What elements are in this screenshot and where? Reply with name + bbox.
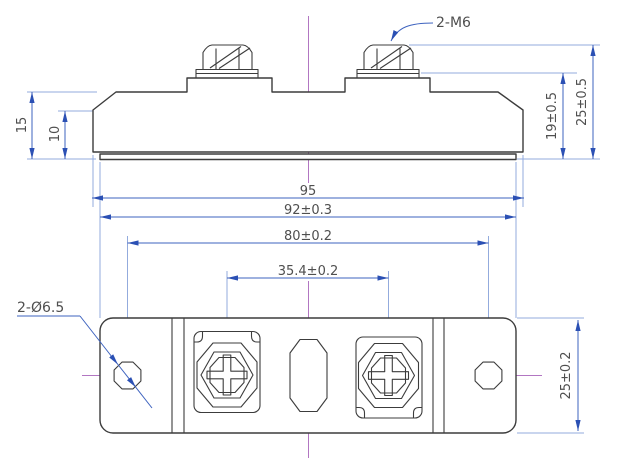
center-oval xyxy=(289,338,328,413)
hole-callout-label: 2-Ø6.5 xyxy=(17,300,64,316)
dim-hole-spacing: 80±0.2 xyxy=(284,229,332,244)
side-view-body xyxy=(92,77,524,153)
dim-width-overall: 95 xyxy=(300,184,317,199)
terminal-pad-right xyxy=(355,336,423,419)
dimension-lines xyxy=(29,45,596,431)
dim-terminal-spacing: 35.4±0.2 xyxy=(278,264,339,279)
thread-callout: 2-M6 xyxy=(390,15,471,42)
hole-callout-leader-b xyxy=(117,364,137,388)
plan-view-body xyxy=(99,317,517,434)
terminal-stud-left xyxy=(195,44,259,79)
hole-callout-leader-c xyxy=(135,386,153,409)
dim-height-step: 10 xyxy=(48,126,63,143)
mounting-baseplate xyxy=(99,153,517,161)
dim-height-terminal: 19±0.5 xyxy=(545,92,560,140)
thread-callout-label: 2-M6 xyxy=(436,15,471,31)
dim-height-overall: 25±0.5 xyxy=(575,78,590,126)
plan-view xyxy=(99,317,517,434)
side-view xyxy=(92,44,524,161)
hex-nut-right xyxy=(363,44,414,71)
hex-nut-left xyxy=(202,44,253,71)
thread-callout-leader xyxy=(390,22,434,42)
dimension-texts: 15 10 19±0.5 25±0.5 95 92±0.3 80±0.2 35.… xyxy=(15,78,590,400)
terminal-pad-left xyxy=(193,330,261,414)
terminal-stud-right xyxy=(356,44,420,79)
hole-callout: 2-Ø6.5 xyxy=(17,300,153,409)
dim-width-base: 92±0.3 xyxy=(284,203,332,218)
dim-depth-overall: 25±0.2 xyxy=(559,351,574,399)
hole-callout-leader-a xyxy=(79,315,119,365)
dim-height-body: 15 xyxy=(15,117,30,134)
